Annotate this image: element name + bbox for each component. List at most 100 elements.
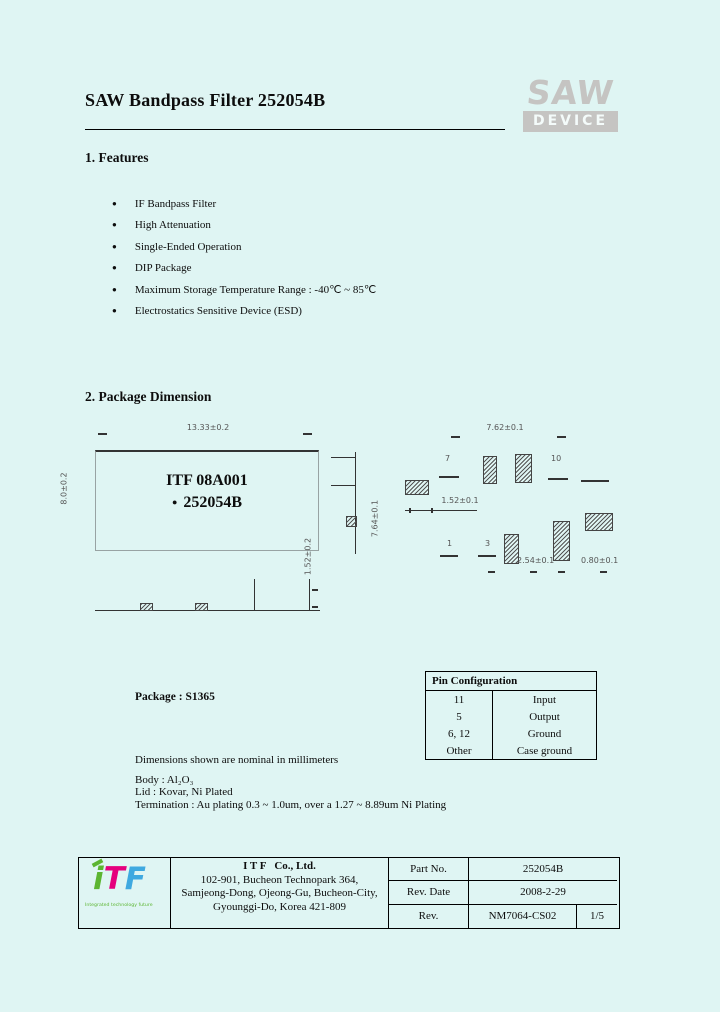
rev-date-value: 2008-2-29 bbox=[469, 881, 617, 905]
pin-number-cell: 11 bbox=[425, 690, 493, 708]
itf-logo-tagline: Integrated technology future bbox=[85, 902, 153, 908]
itf-letter-f: F bbox=[124, 861, 146, 897]
table-row: 11 Input bbox=[425, 690, 597, 708]
note-lid-material: Lid : Kovar, Ni Plated bbox=[135, 786, 233, 798]
pin-configuration-table: Pin Configuration 11 Input 5 Output 6, 1… bbox=[425, 671, 597, 760]
ground-pad bbox=[585, 513, 613, 531]
ground-pad bbox=[553, 521, 570, 561]
title-underline bbox=[85, 129, 505, 130]
bullet-icon: ● bbox=[112, 263, 117, 273]
dimension-tick bbox=[488, 571, 495, 573]
rev-label: Rev. bbox=[389, 904, 469, 928]
dimension-tick bbox=[312, 606, 318, 608]
dimension-tick bbox=[558, 571, 565, 573]
package-type-label: Package : S1365 bbox=[135, 691, 215, 703]
part-no-value: 252054B bbox=[469, 858, 617, 882]
dimension-tick bbox=[312, 589, 318, 591]
dimension-label-inner: 1.52±0.1 bbox=[441, 496, 479, 505]
saw-device-logo: SAW DEVICE bbox=[523, 73, 618, 132]
pin-function-cell: Output bbox=[529, 710, 560, 723]
lead-line bbox=[254, 579, 255, 610]
itf-logo-letters: iTF bbox=[93, 864, 146, 895]
dimension-label-width: 13.33±0.2 bbox=[186, 423, 230, 432]
pin-number-cell: Other bbox=[425, 742, 493, 760]
address-line: Gyounggi-Do, Korea 421-809 bbox=[213, 900, 346, 913]
pin-number-label: 1 bbox=[447, 539, 453, 548]
pin-function-cell: Ground bbox=[527, 727, 562, 740]
pad-line bbox=[581, 480, 609, 482]
feature-text: Electrostatics Sensitive Device (ESD) bbox=[134, 305, 302, 318]
features-list: ● IF Bandpass Filter ● High Attenuation ● S… bbox=[112, 193, 376, 322]
page-title: SAW Bandpass Filter 252054B bbox=[85, 90, 326, 110]
pin-number-cell: 6, 12 bbox=[425, 725, 493, 742]
table-row: Other Case ground bbox=[425, 742, 597, 760]
note-termination: Termination : Au plating 0.3 ~ 1.0um, ov… bbox=[135, 798, 447, 811]
rev-number: NM7064-CS02 bbox=[488, 910, 557, 923]
pad-line bbox=[440, 555, 458, 557]
lead-pad bbox=[140, 603, 153, 611]
itf-logo: iTF Integrated technology future bbox=[79, 858, 171, 928]
ground-pad bbox=[483, 456, 497, 484]
note-dimensions: Dimensions shown are nominal in millimet… bbox=[135, 754, 339, 766]
pin-number-label: 7 bbox=[445, 454, 451, 463]
dimension-line bbox=[405, 510, 477, 511]
dimension-label-height: 8.0±0.2 bbox=[59, 472, 69, 505]
dimension-tick bbox=[303, 433, 312, 435]
bullet-icon: ● bbox=[112, 284, 117, 294]
dimension-label-left: 7.64±0.1 bbox=[370, 499, 380, 538]
saw-logo-text: SAW bbox=[524, 73, 617, 112]
dimension-label-row-width: 7.62±0.1 bbox=[486, 423, 524, 432]
address-line: 102-901, Bucheon Technopark 364, bbox=[200, 873, 359, 886]
bullet-icon: ● bbox=[112, 198, 117, 208]
itf-letter-i: i bbox=[93, 861, 104, 897]
feature-text: High Attenuation bbox=[134, 219, 211, 232]
dimension-tick bbox=[600, 571, 607, 573]
company-address: I T F Co., Ltd. 102-901, Bucheon Technop… bbox=[171, 858, 389, 928]
pin-function-cell: Case ground bbox=[516, 744, 573, 757]
ground-pad bbox=[405, 480, 429, 495]
table-row: 6, 12 Ground bbox=[425, 725, 597, 742]
list-item: ●Electrostatics Sensitive Device (ESD) bbox=[112, 301, 376, 323]
table-header-row: Pin Configuration bbox=[425, 671, 597, 691]
page-number: 1/5 bbox=[589, 910, 605, 923]
dimension-tick bbox=[409, 508, 411, 513]
rev-cell-divider bbox=[576, 904, 577, 928]
list-item: ● IF Bandpass Filter bbox=[112, 193, 376, 215]
device-logo-box: DEVICE bbox=[523, 111, 618, 132]
pad-line bbox=[548, 478, 568, 480]
bullet-icon: ● bbox=[112, 241, 117, 251]
pin-configuration-title: Pin Configuration bbox=[425, 671, 597, 691]
feature-text: Single-Ended Operation bbox=[134, 240, 242, 253]
company-name: I T F Co., Ltd. bbox=[243, 860, 316, 872]
pin-number-label: 10 bbox=[551, 454, 562, 463]
table-row: 5 Output bbox=[425, 708, 597, 725]
pin-number-cell: 5 bbox=[425, 708, 493, 725]
feature-text: IF Bandpass Filter bbox=[134, 197, 217, 210]
bent-lead-pad bbox=[504, 534, 519, 564]
dimension-tick bbox=[98, 433, 107, 435]
dimension-label-pad-width: 0.80±0.1 bbox=[581, 556, 619, 565]
side-pad bbox=[346, 516, 357, 527]
rev-date-label: Rev. Date bbox=[389, 881, 469, 905]
dimension-notes: Dimensions shown are nominal in millimet… bbox=[135, 754, 446, 811]
itf-letter-t: T bbox=[103, 861, 125, 897]
pin-number-label: 3 bbox=[485, 539, 491, 548]
side-profile-tick bbox=[331, 485, 355, 486]
pin1-dot-icon: ● bbox=[171, 497, 178, 507]
pin-function-cell: Input bbox=[532, 693, 557, 706]
rev-value-cell: NM7064-CS02 1/5 bbox=[469, 904, 617, 928]
dimension-label-pitch: 2.54±0.1 bbox=[517, 556, 555, 565]
package-top-view-figure: 13.33±0.2 ITF 08A001 ●252054B 8.0±0.2 1.… bbox=[59, 423, 382, 624]
package-dimension-heading: 2. Package Dimension bbox=[85, 389, 212, 404]
dimension-label-thickness: 1.52±0.2 bbox=[303, 537, 313, 576]
lead-pad bbox=[195, 603, 208, 611]
dimension-tick bbox=[431, 508, 433, 513]
side-profile-line bbox=[355, 452, 356, 554]
dimension-tick bbox=[451, 436, 460, 438]
dimension-tick bbox=[530, 571, 537, 573]
address-line: Samjeong-Dong, Ojeong-Gu, Bucheon-City, bbox=[181, 887, 378, 899]
bullet-icon: ● bbox=[112, 220, 117, 230]
list-item: ● High Attenuation bbox=[112, 215, 376, 237]
footer-title-block: iTF Integrated technology future I T F C… bbox=[78, 857, 620, 929]
